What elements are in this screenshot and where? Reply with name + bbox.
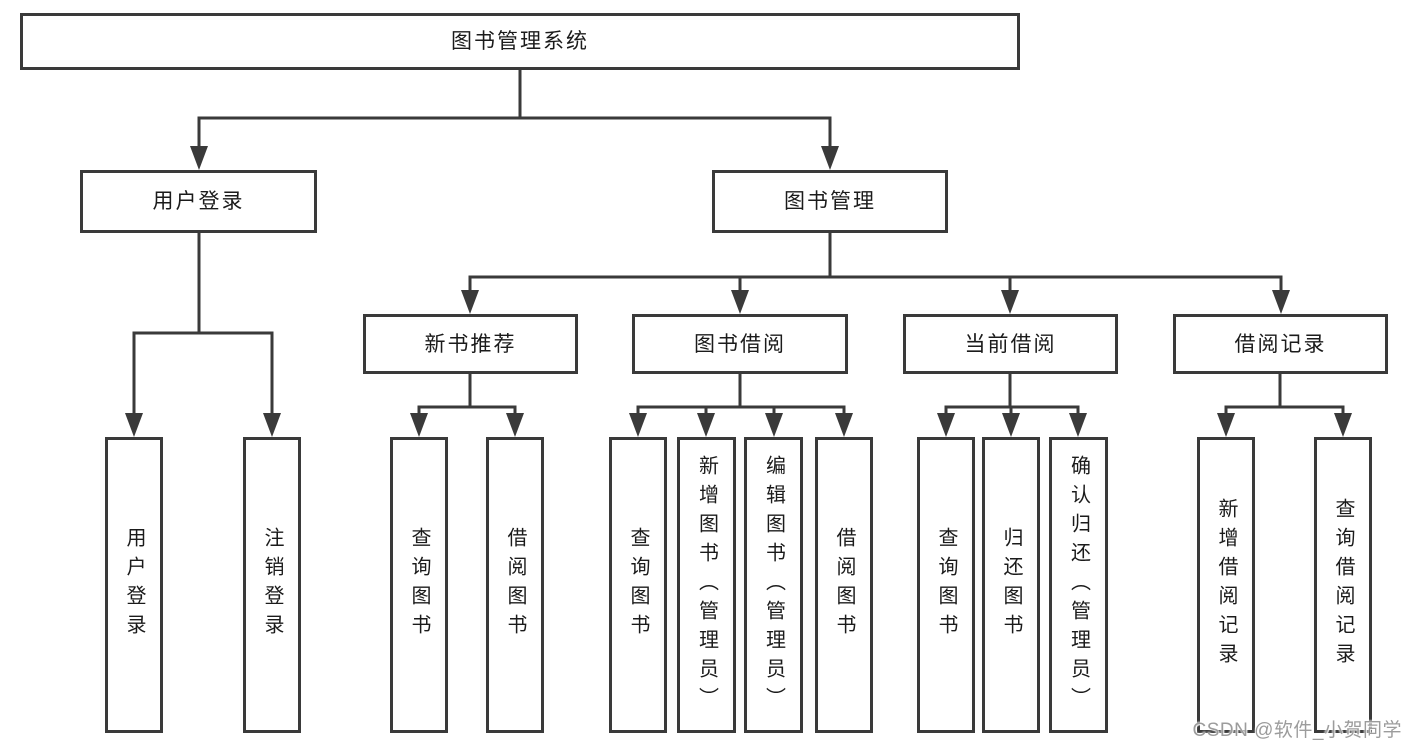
arrowheads — [125, 146, 1352, 437]
arrowhead-down-icon — [821, 146, 839, 170]
node-library-system: 图书管理系统 — [20, 13, 1020, 70]
arrowhead-down-icon — [937, 413, 955, 437]
arrowhead-down-icon — [1217, 413, 1235, 437]
arrowhead-down-icon — [1334, 413, 1352, 437]
arrowhead-down-icon — [835, 413, 853, 437]
arrowhead-down-icon — [1001, 290, 1019, 314]
arrowhead-down-icon — [697, 413, 715, 437]
edge-bookborrow-to-leaves — [636, 372, 846, 416]
arrowhead-down-icon — [1272, 290, 1290, 314]
node-current-borrow: 当前借阅 — [903, 314, 1118, 374]
node-label: 当前借阅 — [964, 332, 1057, 356]
node-label: 编辑图书（管理员） — [762, 454, 785, 716]
arrowhead-down-icon — [1002, 413, 1020, 437]
node-label: 借阅图书 — [504, 527, 526, 643]
leaf-query-borrow-record: 查询借阅记录 — [1314, 437, 1372, 733]
arrowhead-down-icon — [731, 290, 749, 314]
leaf-query-book-1: 查询图书 — [390, 437, 448, 733]
node-label: 查询图书 — [408, 527, 430, 643]
node-label: 用户登录 — [152, 190, 245, 213]
node-label: 用户登录 — [123, 527, 145, 643]
leaf-return-book: 归还图书 — [982, 437, 1040, 733]
arrowhead-down-icon — [410, 413, 428, 437]
edge-bookmgmt-to-level3 — [468, 231, 1283, 293]
node-label: 查询图书 — [935, 527, 957, 643]
arrowhead-down-icon — [461, 290, 479, 314]
node-label: 确认归还（管理员） — [1067, 454, 1090, 716]
node-label: 图书管理系统 — [451, 30, 589, 53]
leaf-add-book-admin: 新增图书（管理员） — [677, 437, 736, 733]
leaf-query-book-2: 查询图书 — [609, 437, 667, 733]
arrowhead-down-icon — [190, 146, 208, 170]
edge-newbookrec-to-leaves — [417, 372, 517, 416]
leaf-query-book-3: 查询图书 — [917, 437, 975, 733]
node-label: 查询借阅记录 — [1332, 498, 1354, 672]
leaf-add-borrow-record: 新增借阅记录 — [1197, 437, 1255, 733]
node-label: 注销登录 — [261, 527, 283, 643]
edge-root-to-level2 — [197, 67, 832, 148]
arrowhead-down-icon — [629, 413, 647, 437]
node-label: 归还图书 — [1000, 527, 1022, 643]
leaf-borrow-book-2: 借阅图书 — [815, 437, 873, 733]
edge-borrowrecords-to-leaves — [1224, 372, 1345, 416]
leaf-edit-book-admin: 编辑图书（管理员） — [744, 437, 803, 733]
node-label: 新增图书（管理员） — [695, 454, 718, 716]
edge-currentborrow-to-leaves — [944, 372, 1080, 416]
arrowhead-down-icon — [263, 413, 281, 437]
leaf-borrow-book-1: 借阅图书 — [486, 437, 544, 733]
node-borrow-records: 借阅记录 — [1173, 314, 1388, 374]
leaf-confirm-return-admin: 确认归还（管理员） — [1049, 437, 1108, 733]
node-label: 图书管理 — [784, 190, 876, 213]
arrowhead-down-icon — [125, 413, 143, 437]
node-label: 新书推荐 — [424, 332, 517, 356]
edge-userlogin-to-leaves — [132, 231, 274, 416]
leaf-logout-login: 注销登录 — [243, 437, 301, 733]
arrowhead-down-icon — [1069, 413, 1087, 437]
leaf-user-login: 用户登录 — [105, 437, 163, 733]
node-label: 查询图书 — [627, 527, 649, 643]
node-book-management: 图书管理 — [712, 170, 948, 233]
node-label: 借阅图书 — [833, 527, 855, 643]
node-label: 借阅记录 — [1234, 332, 1327, 356]
node-user-login: 用户登录 — [80, 170, 317, 233]
node-label: 图书借阅 — [694, 332, 786, 356]
arrowhead-down-icon — [506, 413, 524, 437]
node-book-borrow: 图书借阅 — [632, 314, 848, 374]
arrowhead-down-icon — [765, 413, 783, 437]
csdn-watermark: CSDN @软件_小贺同学 — [1192, 720, 1402, 741]
node-new-book-recommend: 新书推荐 — [363, 314, 578, 374]
node-label: 新增借阅记录 — [1215, 498, 1237, 672]
